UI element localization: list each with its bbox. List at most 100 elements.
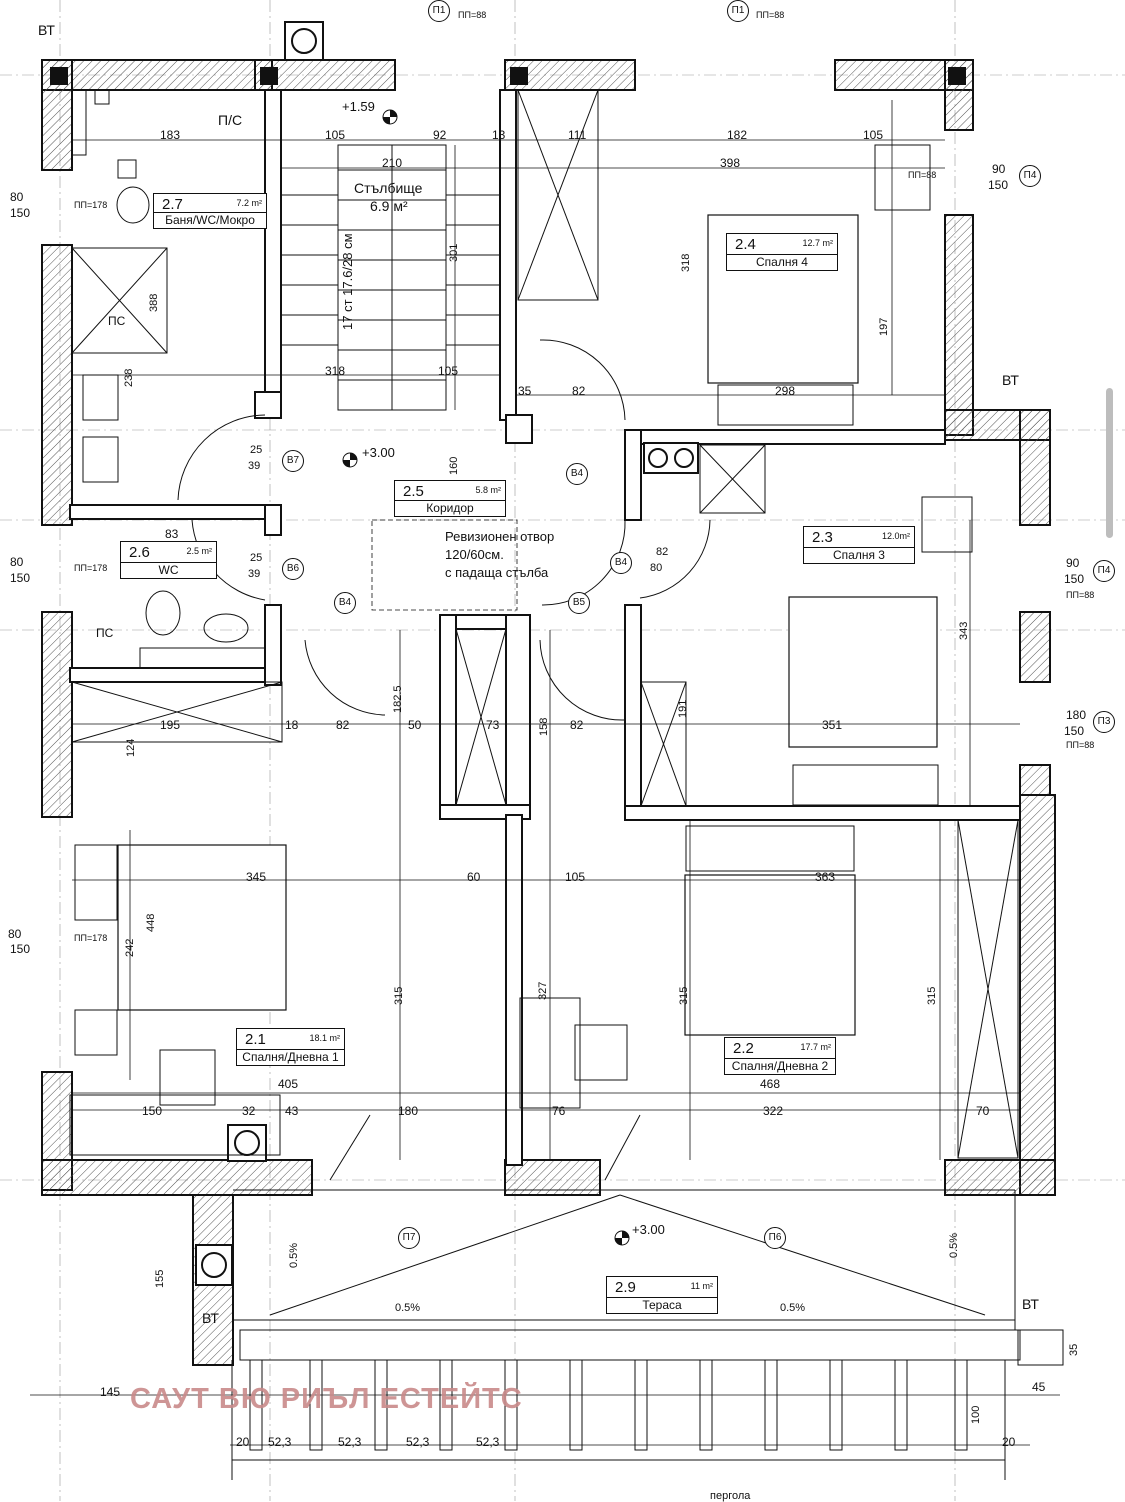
- dimension: 363: [815, 870, 836, 884]
- dimension: 150: [10, 942, 31, 956]
- dimension: 39: [248, 460, 261, 472]
- room-number: 2.6: [129, 544, 150, 561]
- door-tag: B4: [610, 552, 632, 574]
- room-label-2-1: 2.1 18.1 m² Спалня/Дневна 1: [236, 1028, 345, 1066]
- sill-height: ПП=88: [756, 10, 785, 20]
- dimension: 242: [124, 938, 136, 957]
- dimension: 150: [988, 178, 1009, 192]
- dimension: 180: [1066, 708, 1087, 722]
- dimension: 100: [970, 1405, 982, 1424]
- dimension: 150: [1064, 572, 1085, 586]
- dimension: 35: [1068, 1343, 1080, 1356]
- room-label-2-6: 2.6 2.5 m² WC: [120, 541, 217, 579]
- dimension: 182.5: [392, 685, 404, 713]
- room-name: WC: [121, 562, 216, 577]
- door-swings: [177, 339, 711, 1181]
- dimension: 448: [145, 913, 157, 932]
- room-number: 2.5: [403, 483, 424, 500]
- room-label-2-3: 2.3 12.0m² Спалня 3: [803, 526, 915, 564]
- dimension: 105: [565, 870, 586, 884]
- dark-columns: [50, 67, 966, 85]
- dimension: 52,3: [268, 1435, 292, 1449]
- vt-label: ВТ: [1022, 1296, 1039, 1312]
- dimension: 238: [123, 368, 135, 387]
- dimension: 182: [727, 128, 748, 142]
- dimension: 90: [1066, 556, 1080, 570]
- room-area: 12.7 m²: [802, 238, 833, 248]
- dimension: 13: [492, 128, 506, 142]
- room-number: 2.2: [733, 1040, 754, 1057]
- dimension: 39: [248, 568, 261, 580]
- ps-label: ПС: [108, 314, 126, 328]
- revision-note-3: с падаща стълба: [445, 565, 549, 580]
- dimension: 388: [148, 293, 160, 312]
- dimension: 25: [250, 552, 263, 564]
- dimension: 92: [433, 128, 447, 142]
- dimension: 158: [538, 717, 550, 736]
- dimension: 160: [448, 456, 460, 475]
- dimension: 191: [677, 699, 689, 718]
- dimension: 327: [537, 981, 549, 1000]
- dimension: 150: [142, 1104, 163, 1118]
- room-number: 2.3: [812, 529, 833, 546]
- dimension: 183: [160, 128, 181, 142]
- level-label: +3.00: [632, 1222, 665, 1237]
- dimension: 52,3: [338, 1435, 362, 1449]
- dimension: 82: [336, 718, 350, 732]
- dimension: 398: [720, 156, 741, 170]
- dimension: 25: [250, 444, 263, 456]
- dimension: 111: [568, 128, 587, 142]
- dimension: 45: [1032, 1380, 1046, 1394]
- dimension: 210: [382, 156, 403, 170]
- scrollbar-thumb[interactable]: [1106, 388, 1113, 538]
- sill-height: ПП=88: [458, 10, 487, 20]
- sill-height: ПП=178: [74, 200, 108, 210]
- room-name: Спалня/Дневна 1: [237, 1049, 344, 1064]
- room-label-2-7: 2.7 7.2 m² Баня/WC/Мокро: [153, 193, 267, 229]
- dimension: 145: [100, 1385, 121, 1399]
- dimension-lines: [30, 100, 1060, 1446]
- room-label-2-9: 2.9 11 m² Тераса: [606, 1276, 718, 1314]
- dimension: 301: [448, 243, 460, 262]
- dimension: 80: [8, 927, 22, 941]
- room-name: Коридор: [395, 500, 505, 515]
- vt-label: ВТ: [202, 1310, 219, 1326]
- dimension: 52,3: [406, 1435, 430, 1449]
- window-tag: П4: [1093, 560, 1115, 582]
- dimension: 150: [10, 206, 31, 220]
- dimension: 82: [570, 718, 584, 732]
- dimension: 90: [992, 162, 1006, 176]
- revision-note-1: Ревизионен отвор: [445, 529, 555, 544]
- vt-label: ВТ: [1002, 372, 1019, 388]
- slope-label: 0.5%: [288, 1242, 300, 1268]
- terrace: [231, 1189, 1064, 1480]
- dimension: 52,3: [476, 1435, 500, 1449]
- slope-label: 0.5%: [780, 1302, 806, 1314]
- dimension: 318: [325, 364, 346, 378]
- sill-height: ПП=88: [1066, 590, 1095, 600]
- room-name: Спалня 3: [804, 547, 914, 562]
- dimension: 83: [165, 527, 179, 541]
- dimension: 318: [680, 253, 692, 272]
- dimension: 322: [763, 1104, 784, 1118]
- sanitary: [71, 89, 266, 669]
- window-tag: П3: [1093, 711, 1115, 733]
- dimension: 32: [242, 1104, 256, 1118]
- dimension: 124: [125, 738, 137, 757]
- window-tag: П1: [727, 0, 749, 22]
- dimension: 82: [656, 546, 669, 558]
- stairs-label: Стълбище: [354, 180, 423, 196]
- dimension: 60: [467, 870, 481, 884]
- dimension: 73: [486, 718, 500, 732]
- revision-hatch-outline: [371, 519, 518, 611]
- room-area: 7.2 m²: [236, 198, 262, 208]
- pergola-label: пергола: [710, 1490, 751, 1502]
- ps-label: ПС: [96, 626, 114, 640]
- room-area: 18.1 m²: [309, 1033, 340, 1043]
- dimension: 468: [760, 1077, 781, 1091]
- room-label-2-5: 2.5 5.8 m² Коридор: [394, 480, 506, 517]
- stairs: [281, 144, 500, 411]
- room-number: 2.4: [735, 236, 756, 253]
- dimension: 20: [1002, 1435, 1016, 1449]
